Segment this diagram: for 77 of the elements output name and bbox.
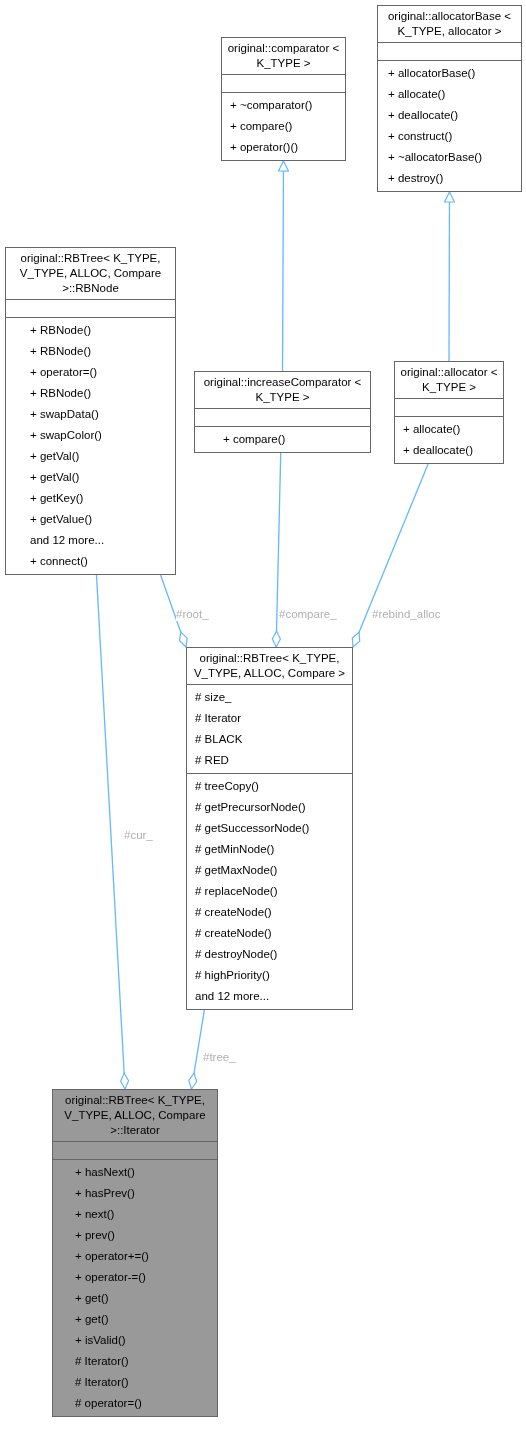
aggregation-line	[271, 452, 282, 648]
class-box	[194, 371, 371, 453]
method-name: + operator-=()	[75, 1270, 146, 1285]
method-name: + allocate()	[388, 87, 446, 102]
method-name: + getValue()	[30, 512, 93, 527]
method-name: + destroy()	[388, 171, 444, 186]
attribute-name: # size_	[195, 690, 232, 705]
method-name: + operator()()	[230, 140, 299, 155]
method-name: # destroyNode()	[195, 947, 278, 962]
edge-label: #compare_	[279, 607, 337, 621]
aggregation-line	[351, 463, 429, 648]
method-name: + RBNode()	[30, 386, 92, 401]
method-name: + deallocate()	[403, 443, 473, 458]
method-name: # replaceNode()	[195, 884, 278, 899]
edge-label: #root_	[176, 607, 209, 621]
method-name: + get()	[75, 1291, 109, 1306]
method-name: # operator=()	[75, 1396, 142, 1411]
method-name: + getKey()	[30, 491, 84, 506]
class-box	[5, 247, 176, 575]
method-name: and 12 more...	[30, 533, 105, 548]
method-name: + RBNode()	[30, 323, 92, 338]
edge-label: #tree_	[203, 1050, 236, 1064]
class-box	[52, 1089, 218, 1417]
method-name: + hasPrev()	[75, 1186, 135, 1201]
class-name: original::allocatorBase < K_TYPE, allocator >	[386, 9, 513, 39]
method-name: + getVal()	[30, 470, 80, 485]
method-name: + operator+=()	[75, 1249, 149, 1264]
method-name: # getPrecursorNode()	[195, 800, 306, 815]
method-name: # getMinNode()	[195, 842, 275, 857]
method-name: + swapData()	[30, 407, 99, 422]
method-name: # getSuccessorNode()	[195, 821, 310, 836]
method-name: # highPriority()	[195, 968, 270, 983]
method-name: + allocatorBase()	[388, 66, 476, 81]
attribute-name: # BLACK	[195, 732, 243, 747]
method-name: # getMaxNode()	[195, 863, 278, 878]
method-name: + isValid()	[75, 1333, 126, 1348]
method-name: + ~allocatorBase()	[388, 150, 482, 165]
method-name: + hasNext()	[75, 1165, 135, 1180]
method-name: + next()	[75, 1207, 115, 1222]
method-name: # treeCopy()	[195, 779, 259, 794]
class-name: original::RBTree< K_TYPE, V_TYPE, ALLOC, Compare >	[192, 651, 347, 681]
class-name: original::RBTree< K_TYPE, V_TYPE, ALLOC, Compare >::RBNode	[18, 251, 163, 296]
method-name: + operator=()	[30, 365, 98, 380]
class-name: original::RBTree< K_TYPE, V_TYPE, ALLOC, Compare >::Iterator	[63, 1093, 207, 1138]
aggregation-line	[159, 574, 188, 648]
method-name: + deallocate()	[388, 108, 458, 123]
class-name: original::increaseComparator < K_TYPE >	[202, 375, 363, 405]
method-name: + swapColor()	[30, 428, 102, 443]
method-name: + getVal()	[30, 449, 80, 464]
method-name: + ~comparator()	[230, 98, 313, 113]
method-name: + compare()	[223, 432, 286, 447]
method-name: # createNode()	[195, 926, 272, 941]
inheritance-arrow	[277, 160, 290, 372]
aggregation-line	[95, 574, 130, 1090]
method-name: # Iterator()	[75, 1354, 129, 1369]
class-box	[377, 5, 522, 192]
edge-label: #rebind_alloc	[372, 607, 441, 621]
method-name: # Iterator()	[75, 1375, 129, 1390]
class-name: original::comparator < K_TYPE >	[226, 41, 341, 71]
method-name: + get()	[75, 1312, 109, 1327]
edge-label: #cur_	[124, 828, 153, 842]
attribute-name: # Iterator	[195, 711, 242, 726]
method-name: + RBNode()	[30, 344, 92, 359]
class-name: original::allocator < K_TYPE >	[399, 365, 499, 395]
method-name: and 12 more...	[195, 989, 270, 1004]
method-name: + allocate()	[403, 422, 461, 437]
method-name: + prev()	[75, 1228, 115, 1243]
method-name: + compare()	[230, 119, 293, 134]
method-name: + construct()	[388, 129, 453, 144]
class-box	[394, 361, 504, 464]
class-box	[221, 37, 346, 161]
class-box	[186, 647, 353, 1010]
attribute-name: # RED	[195, 753, 229, 768]
aggregation-line	[188, 1009, 205, 1090]
method-name: # createNode()	[195, 905, 272, 920]
method-name: + connect()	[30, 554, 88, 569]
inheritance-arrow	[443, 191, 456, 362]
